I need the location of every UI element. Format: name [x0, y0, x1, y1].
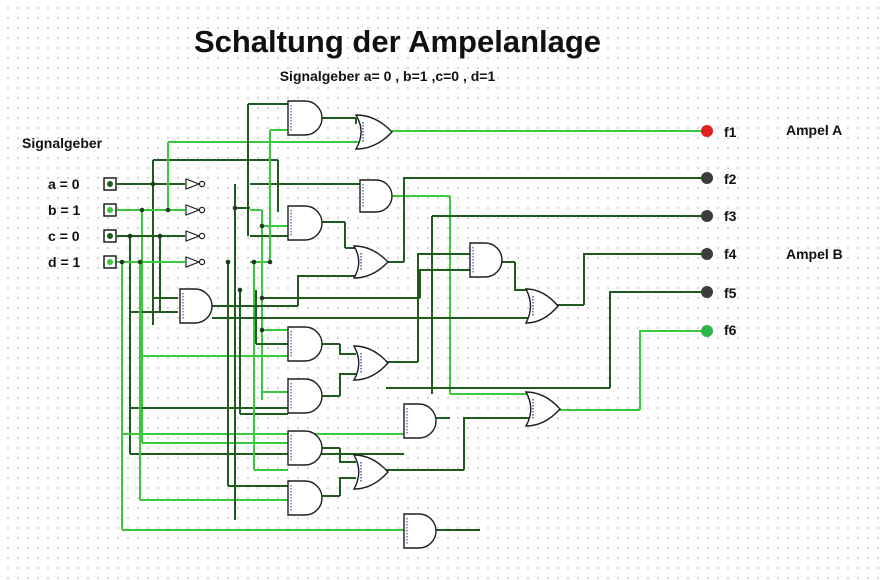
- wire-72: [583, 253, 708, 305]
- signal-group-label: Signalgeber: [22, 135, 103, 151]
- and-gate-1: [287, 100, 323, 136]
- output-label-f5: f5: [724, 285, 737, 301]
- wire-78: [339, 477, 356, 496]
- and-gate-4: [469, 242, 503, 278]
- output-label-f6: f6: [724, 322, 737, 338]
- junction-7: [137, 259, 143, 265]
- or-gate-5: [524, 391, 561, 427]
- page-title: Schaltung der Ampelanlage: [193, 24, 602, 59]
- junction-12: [259, 223, 265, 229]
- junction-13: [259, 327, 265, 333]
- wire-80: [463, 417, 530, 470]
- and-gate-3: [287, 205, 323, 241]
- and-gate-5: [179, 288, 213, 324]
- and-gate-7: [287, 378, 323, 414]
- junction-8: [232, 205, 238, 211]
- and-gate-2: [359, 179, 393, 213]
- and-gate-9: [287, 430, 323, 466]
- wire-83: [639, 330, 708, 410]
- wire-65: [417, 253, 470, 362]
- not-gate-bubble-2: [198, 206, 206, 214]
- and-gate-8: [403, 403, 437, 439]
- output-lamp-5: [701, 325, 713, 337]
- gates: [179, 100, 561, 549]
- junction-1: [150, 181, 156, 187]
- and-gate-11: [403, 513, 437, 549]
- wire-61: [339, 344, 356, 355]
- wire-63: [339, 373, 356, 396]
- not-gate-bubble-3: [198, 232, 206, 240]
- junction-14: [259, 295, 265, 301]
- not-gate-3: [185, 230, 201, 242]
- input-led-2: [107, 233, 113, 239]
- or-gate-1: [354, 114, 393, 150]
- or-gate-4: [352, 345, 389, 381]
- input-led-1: [107, 207, 113, 213]
- and-gate-10: [287, 480, 323, 516]
- ampel-a-label: Ampel A: [786, 122, 843, 138]
- junction-6: [119, 259, 125, 265]
- not-gate-4: [185, 256, 201, 268]
- or-gate-6: [352, 454, 389, 490]
- output-label-f1: f1: [724, 124, 737, 140]
- input-label-d: d = 1: [48, 254, 81, 270]
- input-led-0: [107, 181, 113, 187]
- output-lamp-4: [701, 286, 713, 298]
- input-led-3: [107, 259, 113, 265]
- junction-11: [225, 259, 231, 265]
- junction-3: [165, 207, 171, 213]
- signal-state-subtitle: Signalgeber a= 0 , b=1 ,c=0 , d=1: [279, 68, 496, 84]
- wire-59: [297, 275, 356, 306]
- output-lamp-0: [701, 125, 713, 137]
- junction-2: [139, 207, 145, 213]
- junction-5: [157, 233, 163, 239]
- output-lamp-1: [701, 172, 713, 184]
- input-label-a: a = 0: [48, 176, 80, 192]
- not-gate-bubble-4: [198, 258, 206, 266]
- wire-67: [419, 269, 470, 298]
- ampel-b-label: Ampel B: [786, 246, 843, 262]
- not-gate-bubble-1: [198, 180, 206, 188]
- wire-76: [339, 448, 356, 463]
- output-label-f4: f4: [724, 246, 737, 262]
- wire-85: [609, 291, 708, 388]
- wire-69: [514, 262, 528, 291]
- output-label-f2: f2: [724, 171, 737, 187]
- or-gate-2: [352, 245, 389, 279]
- input-label-c: c = 0: [48, 228, 80, 244]
- junction-4: [127, 233, 133, 239]
- wire-57: [403, 177, 708, 262]
- pins: [103, 125, 713, 337]
- output-lamp-2: [701, 210, 713, 222]
- junction-10: [267, 259, 273, 265]
- wires: [117, 103, 708, 531]
- output-label-f3: f3: [724, 208, 737, 224]
- or-gate-3: [524, 288, 559, 324]
- junction-15: [237, 287, 243, 293]
- junction-9: [251, 259, 257, 265]
- not-gate-2: [185, 204, 201, 216]
- output-lamp-3: [701, 248, 713, 260]
- not-gate-1: [185, 178, 201, 190]
- and-gate-6: [287, 326, 323, 362]
- input-label-b: b = 1: [48, 202, 81, 218]
